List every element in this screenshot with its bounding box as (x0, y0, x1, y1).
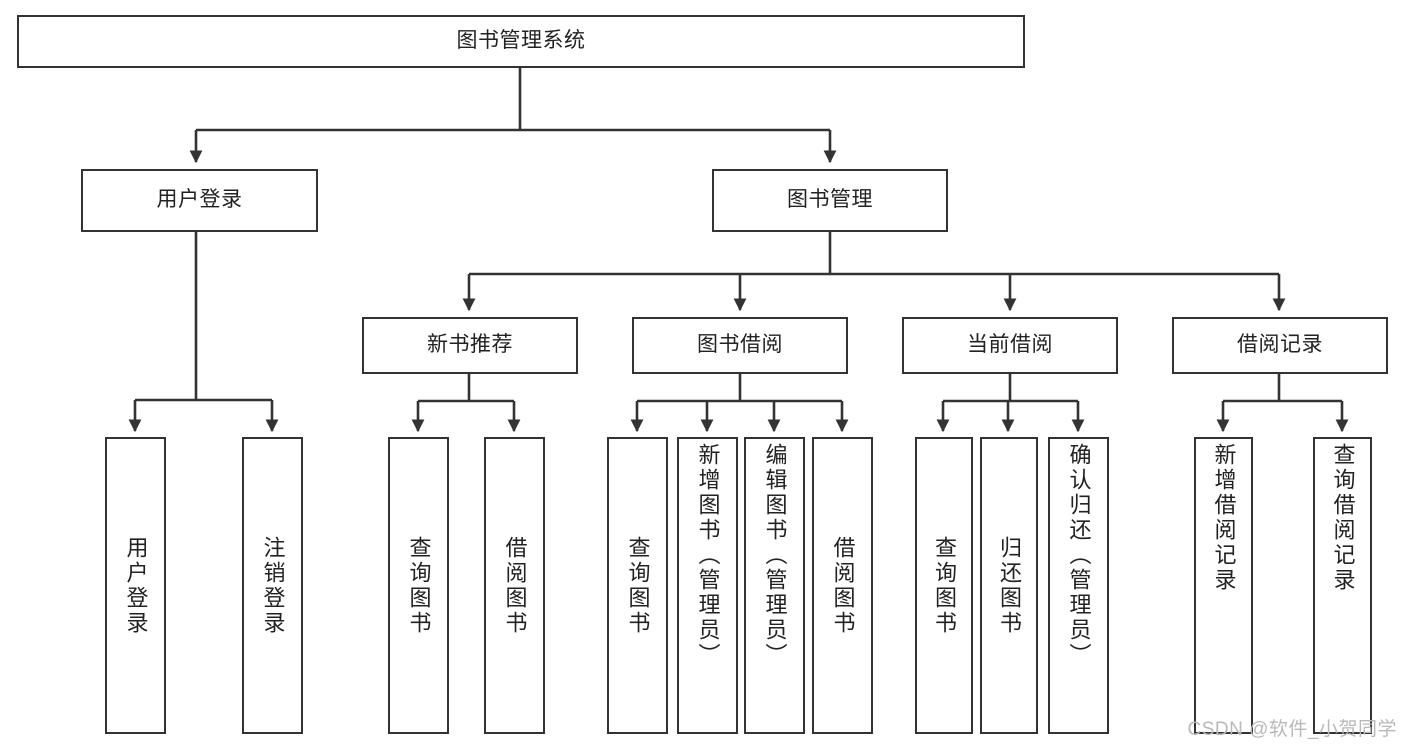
node-root[interactable]: 图书管理系统 (17, 15, 1025, 68)
node-leaf-user-login[interactable]: 用户登录 (105, 437, 166, 734)
node-book-borrow-label: 图书借阅 (697, 333, 783, 357)
node-leaf-borrow-book-2[interactable]: 借阅图书 (812, 437, 873, 734)
node-leaf-confirm-return[interactable]: 确认归还（管理员） (1048, 437, 1109, 734)
node-current-borrow[interactable]: 当前借阅 (902, 317, 1118, 374)
node-leaf-return-book-label: 归还图书 (997, 535, 1022, 636)
node-leaf-borrow-book-1[interactable]: 借阅图书 (484, 437, 545, 734)
node-leaf-add-book[interactable]: 新增图书（管理员） (677, 437, 738, 734)
node-leaf-borrow-book-1-label: 借阅图书 (502, 535, 528, 636)
node-leaf-query-book-2[interactable]: 查询图书 (607, 437, 668, 734)
node-book-manage[interactable]: 图书管理 (712, 169, 948, 232)
node-leaf-user-login-label: 用户登录 (123, 535, 149, 636)
node-leaf-return-book[interactable]: 归还图书 (980, 437, 1038, 734)
node-leaf-query-book-1-label: 查询图书 (406, 535, 432, 636)
node-new-book-rec[interactable]: 新书推荐 (362, 317, 578, 374)
node-leaf-query-book-3[interactable]: 查询图书 (915, 437, 973, 734)
node-leaf-confirm-return-label: 确认归还（管理员） (1066, 443, 1092, 668)
node-leaf-logout[interactable]: 注销登录 (242, 437, 303, 734)
node-leaf-edit-book[interactable]: 编辑图书（管理员） (744, 437, 805, 734)
node-leaf-add-record-label: 新增借阅记录 (1211, 443, 1237, 593)
node-book-borrow[interactable]: 图书借阅 (632, 317, 848, 374)
node-book-manage-label: 图书管理 (787, 188, 873, 212)
node-leaf-edit-book-label: 编辑图书（管理员） (762, 443, 788, 668)
node-leaf-borrow-book-2-label: 借阅图书 (830, 535, 856, 636)
node-leaf-add-record[interactable]: 新增借阅记录 (1194, 437, 1253, 734)
node-leaf-query-book-1[interactable]: 查询图书 (388, 437, 449, 734)
node-leaf-query-record[interactable]: 查询借阅记录 (1313, 437, 1372, 734)
node-current-borrow-label: 当前借阅 (967, 333, 1053, 357)
node-user-login[interactable]: 用户登录 (81, 169, 318, 232)
node-new-book-rec-label: 新书推荐 (427, 333, 513, 357)
node-leaf-query-record-label: 查询借阅记录 (1330, 443, 1356, 593)
node-leaf-query-book-2-label: 查询图书 (625, 535, 651, 636)
node-leaf-query-book-3-label: 查询图书 (932, 535, 957, 636)
node-borrow-record-label: 借阅记录 (1237, 333, 1323, 357)
node-leaf-logout-label: 注销登录 (260, 535, 286, 636)
node-borrow-record[interactable]: 借阅记录 (1172, 317, 1388, 374)
node-user-login-label: 用户登录 (156, 188, 243, 212)
node-leaf-add-book-label: 新增图书（管理员） (695, 443, 721, 668)
node-root-label: 图书管理系统 (456, 29, 586, 53)
